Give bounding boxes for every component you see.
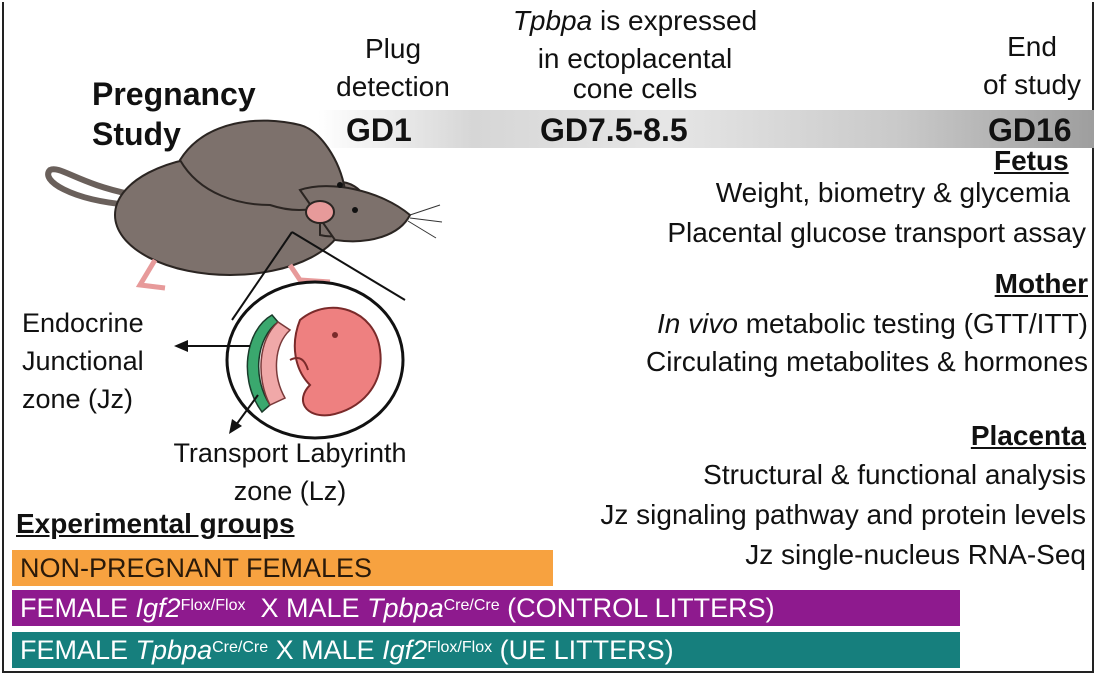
male-mouse-icon [178, 119, 443, 243]
mother-item-2: Circulating metabolites & hormones [646, 346, 1088, 377]
tpbpa-label-line2: in ectoplacental [537, 43, 733, 74]
tpbpa-label-line3: cone cells [572, 73, 698, 104]
tpbpa-gene: Tpbpa [512, 5, 593, 36]
plug-label: Plug detection [318, 30, 468, 106]
plug-label-line1: Plug [364, 33, 422, 64]
fetus-item-1: Weight, biometry & glycemia [715, 177, 1070, 208]
gd16-marker: GD16 [988, 112, 1072, 148]
lz-label-line1: Transport Labyrinth [173, 438, 407, 468]
control-female-gene: Igf2 [135, 593, 181, 623]
ue-male: X MALE [268, 635, 383, 665]
group-control: FEMALE Igf2Flox/Flox X MALE TpbpaCre/Cre… [12, 590, 960, 626]
timeline-bar [318, 110, 1094, 148]
jz-label: Endocrine Junctional zone (Jz) [22, 304, 144, 418]
groups-heading: Experimental groups [16, 508, 295, 539]
gd7-marker: GD7.5-8.5 [540, 112, 688, 148]
control-tail: (CONTROL LITTERS) [499, 593, 775, 623]
control-female-allele: Flox/Flox [180, 597, 246, 614]
mother-heading: Mother [994, 268, 1088, 299]
mother-item-1: In vivo metabolic testing (GTT/ITT) [657, 305, 1088, 343]
ue-female-allele: Cre/Cre [212, 639, 269, 656]
in-vivo-text: In vivo [656, 308, 738, 339]
placenta-heading: Placenta [970, 420, 1086, 451]
placenta-item-1: Structural & functional analysis [703, 459, 1086, 490]
ue-female-gene: Tpbpa [135, 635, 213, 665]
tpbpa-label: Tpbpa is expressed in ectoplacental cone… [470, 2, 800, 108]
placenta-item-3: Jz single-nucleus RNA-Seq [745, 539, 1086, 570]
study-title-line2: Study [92, 116, 181, 152]
lz-label-line2: zone (Lz) [233, 476, 347, 506]
study-title-line1: Pregnancy [92, 76, 256, 112]
mother-item-1-rest: metabolic testing (GTT/ITT) [737, 308, 1088, 339]
plug-label-line2: detection [336, 71, 450, 102]
ue-tail: (UE LITTERS) [492, 635, 674, 665]
end-label-line1: End [1007, 31, 1057, 62]
ue-male-allele: Flox/Flox [427, 639, 493, 656]
lz-label: Transport Labyrinth zone (Lz) [140, 434, 440, 510]
control-male-allele: Cre/Cre [443, 597, 500, 614]
control-male: X MALE [245, 593, 368, 623]
end-label: End of study [970, 28, 1094, 104]
study-title: Pregnancy Study [92, 74, 256, 154]
jz-label-line3: zone (Jz) [22, 384, 134, 414]
tpbpa-label-line1: Tpbpa is expressed [470, 2, 800, 40]
gd1-marker: GD1 [346, 112, 412, 148]
fetus-heading: Fetus [994, 145, 1069, 176]
control-male-gene: Tpbpa [367, 593, 444, 623]
tpbpa-line1-rest: is expressed [592, 5, 758, 36]
end-label-line2: of study [982, 69, 1082, 100]
group-non-pregnant: NON-PREGNANT FEMALES [12, 550, 553, 586]
placenta-item-2: Jz signaling pathway and protein levels [600, 499, 1086, 530]
ue-male-gene: Igf2 [382, 635, 428, 665]
jz-label-line1: Endocrine [22, 308, 144, 338]
control-female: FEMALE [20, 593, 136, 623]
group-ue: FEMALE TpbpaCre/Cre X MALE Igf2Flox/Flox… [12, 632, 960, 668]
jz-label-line2: Junctional [22, 346, 144, 376]
placenta-fetus-inset [225, 280, 405, 440]
ue-female: FEMALE [20, 635, 136, 665]
fetus-item-2: Placental glucose transport assay [667, 217, 1086, 248]
